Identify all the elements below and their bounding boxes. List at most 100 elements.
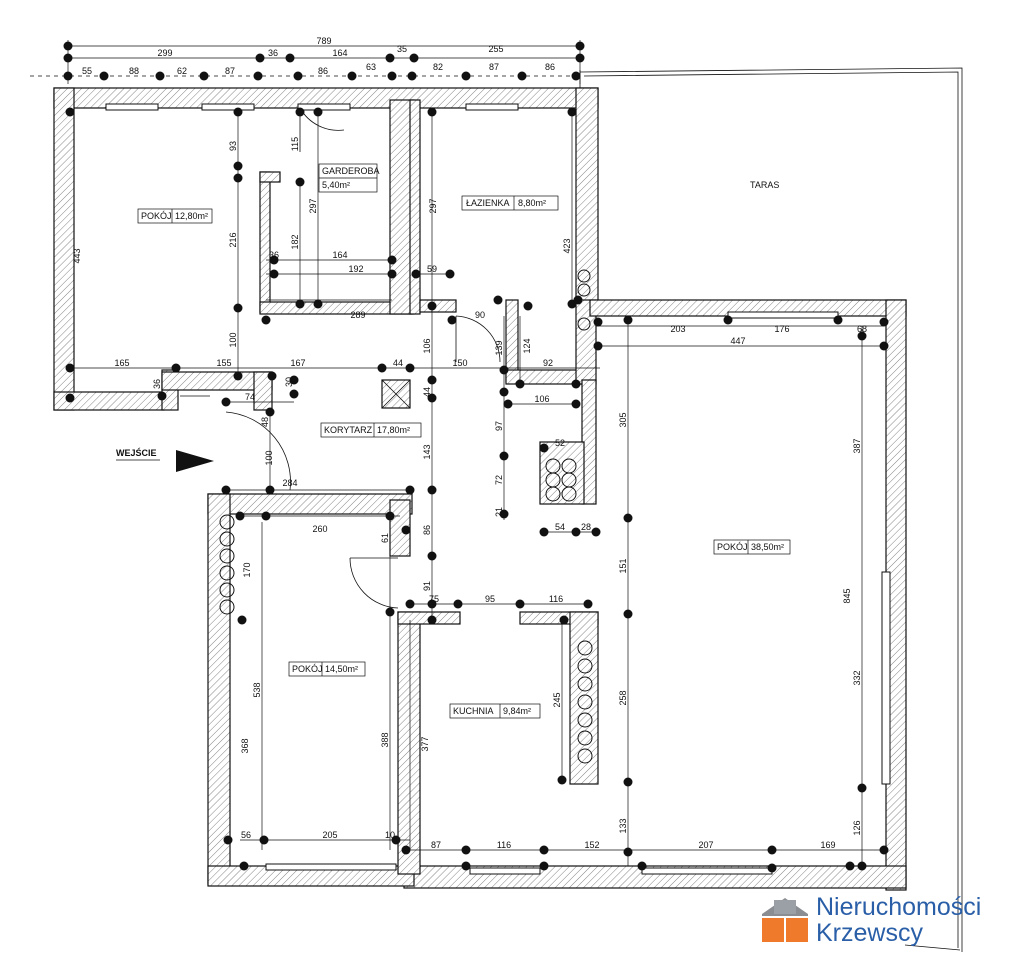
- dim-176: 176: [774, 324, 789, 334]
- dim-260: 260: [312, 524, 327, 534]
- windows: [105, 103, 891, 875]
- room-area: 38,50m²: [751, 542, 784, 552]
- dim-143: 143: [422, 444, 432, 459]
- terrace-outline: [579, 67, 963, 952]
- dim-48: 48: [260, 417, 270, 427]
- dim-top-total: 789: [316, 36, 331, 46]
- dim-52: 52: [555, 438, 565, 448]
- dim-216: 216: [228, 232, 238, 247]
- room-name: ŁAZIENKA: [466, 198, 510, 208]
- company-logo: Nieruchomości Krzewscy: [762, 893, 1007, 949]
- entrance-label: WEJŚCIE: [116, 447, 157, 458]
- dim-116-b: 116: [497, 840, 511, 850]
- dim-top-3-7: 82: [433, 62, 443, 72]
- dim-106-b: 106: [534, 394, 549, 404]
- dim-97: 97: [494, 421, 504, 431]
- room-label-pokoj-1: POKÓJ 12,80m²: [137, 208, 213, 224]
- room-name: GARDEROBA: [322, 166, 380, 176]
- dim-top-3-6: 63: [366, 62, 376, 72]
- dim-91: 91: [422, 581, 432, 591]
- logo-line-1: Nieruchomości: [816, 893, 982, 921]
- dim-169: 169: [820, 840, 835, 850]
- dim-top-3-9: 86: [545, 62, 555, 72]
- dim-36-b: 36: [152, 379, 162, 389]
- dim-443: 443: [72, 248, 82, 263]
- dim-72: 72: [494, 475, 504, 485]
- dim-192: 192: [348, 264, 363, 274]
- dim-top-3-2: 88: [129, 66, 139, 76]
- dim-152: 152: [584, 840, 599, 850]
- room-label-garderoba: GARDEROBA 5,40m²: [318, 163, 380, 193]
- dim-139: 139: [494, 340, 504, 355]
- dim-245: 245: [552, 692, 562, 707]
- dim-133: 133: [618, 818, 628, 833]
- entrance-arrow-icon: [176, 450, 214, 472]
- dim-205: 205: [322, 830, 337, 840]
- room-label-pokoj-2: POKÓJ 38,50m²: [713, 539, 791, 555]
- dim-297-b: 297: [428, 198, 438, 213]
- dim-106-a: 106: [422, 338, 432, 353]
- dim-44-a: 44: [393, 358, 403, 368]
- dim-86: 86: [422, 525, 432, 535]
- house-logo-icon: [762, 898, 808, 942]
- dim-10: 10: [385, 830, 395, 840]
- dim-59: 59: [427, 264, 437, 274]
- room-label-kuchnia: KUCHNIA 9,84m²: [449, 703, 541, 719]
- dim-top-3-3: 62: [177, 66, 187, 76]
- dim-116-a: 116: [549, 594, 563, 604]
- room-area: 12,80m²: [175, 211, 208, 221]
- dim-207: 207: [698, 840, 713, 850]
- dim-170: 170: [242, 562, 252, 577]
- room-name: POKÓJ: [141, 211, 172, 221]
- dim-21: 21: [494, 507, 504, 517]
- dim-845: 845: [842, 588, 852, 603]
- dim-332: 332: [852, 670, 862, 685]
- dim-93: 93: [228, 141, 238, 151]
- dim-284: 284: [282, 478, 297, 488]
- dim-68: 68: [857, 324, 867, 334]
- dim-182: 182: [290, 234, 300, 249]
- room-name: KORYTARZ: [324, 425, 373, 435]
- dim-115: 115: [290, 137, 300, 151]
- room-area: 5,40m²: [322, 180, 350, 190]
- dim-423: 423: [562, 238, 572, 253]
- dim-top-2-2: 36: [268, 48, 278, 58]
- dim-126: 126: [852, 820, 862, 835]
- dim-36-a: 36: [269, 250, 279, 260]
- room-name: POKÓJ: [292, 664, 323, 674]
- dim-61: 61: [380, 533, 390, 543]
- dim-75: 75: [429, 594, 439, 604]
- dim-155: 155: [216, 358, 231, 368]
- dim-305: 305: [618, 412, 628, 427]
- dim-124: 124: [522, 338, 532, 353]
- dim-top-3-8: 87: [489, 62, 499, 72]
- dim-297-a: 297: [308, 198, 318, 213]
- dim-164-b: 164: [332, 250, 347, 260]
- dim-top-2-1: 299: [157, 48, 172, 58]
- entrance-marker: WEJŚCIE: [116, 447, 214, 472]
- logo-line-2: Krzewscy: [816, 919, 923, 947]
- dim-top-2-3: 164: [332, 48, 347, 58]
- dim-167: 167: [290, 358, 305, 368]
- room-name: POKÓJ: [717, 542, 748, 552]
- dim-30: 30: [284, 377, 294, 387]
- dim-377: 377: [420, 736, 430, 751]
- dim-28: 28: [581, 522, 591, 532]
- dim-150: 150: [452, 358, 467, 368]
- dimension-markers: [65, 107, 889, 873]
- dim-387: 387: [852, 438, 862, 453]
- room-label-pokoj-3: POKÓJ 14,50m²: [288, 661, 366, 677]
- top-dimensions: 789 299 36 164 35 255 55 88 62 87 86 63 …: [30, 36, 585, 84]
- dim-top-3-5: 86: [318, 66, 328, 76]
- room-label-taras: TARAS: [750, 180, 779, 190]
- dim-165: 165: [114, 358, 129, 368]
- dim-56: 56: [241, 830, 251, 840]
- room-label-lazienka: ŁAZIENKA 8,80m²: [461, 195, 559, 211]
- room-area: 14,50m²: [325, 664, 358, 674]
- dim-44-b: 44: [422, 387, 432, 397]
- dim-447: 447: [730, 336, 745, 346]
- dim-top-3-4: 87: [225, 66, 235, 76]
- dim-368: 368: [240, 738, 250, 753]
- dim-538: 538: [252, 682, 262, 697]
